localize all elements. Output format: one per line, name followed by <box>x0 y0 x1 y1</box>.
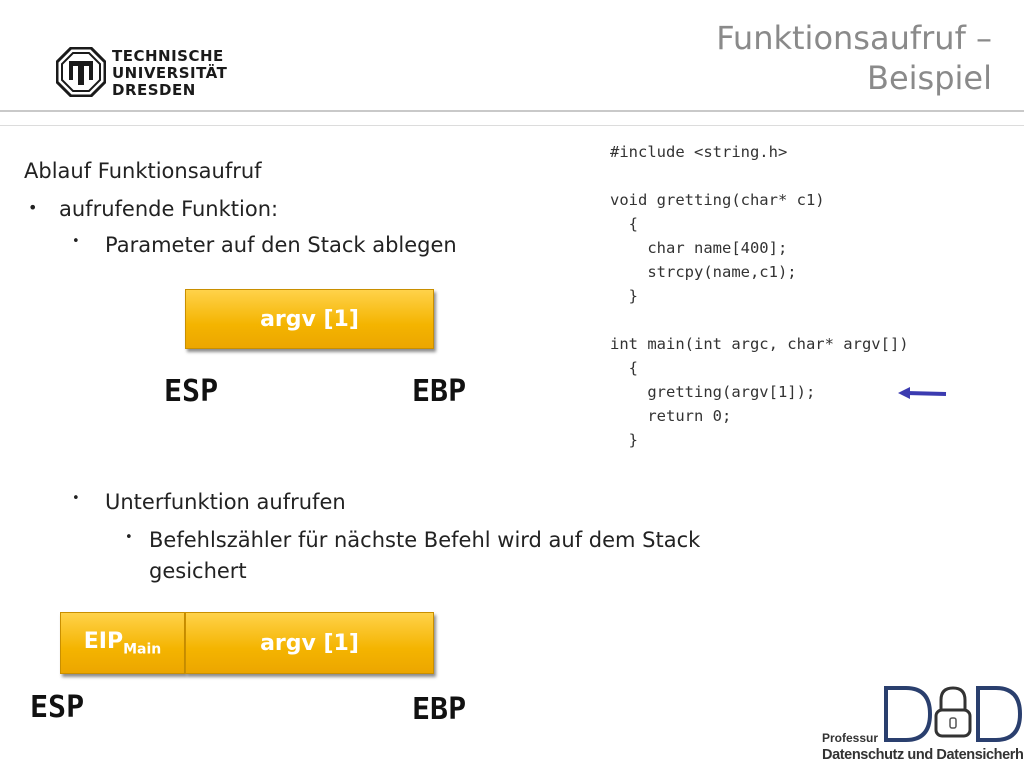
bullet-level3-item-line2: gesichert <box>149 559 247 583</box>
code-line: } <box>610 431 638 449</box>
bullet-marker: • <box>28 198 38 217</box>
slide-title-line1: Funktionsaufruf – <box>716 19 992 57</box>
stack-cell-label: EIPMain <box>84 629 162 657</box>
bullet-level3-item-line1: Befehlszähler für nächste Befehl wird au… <box>149 528 701 552</box>
tu-dresden-logo-icon <box>56 47 106 97</box>
ebp-label: EBP <box>412 692 467 727</box>
code-line <box>610 164 909 188</box>
code-line: { <box>610 215 638 233</box>
university-name-line2: UNIVERSITÄT <box>112 64 228 82</box>
code-line: return 0; <box>610 407 732 425</box>
code-line: void gretting(char* c1) <box>610 191 825 209</box>
code-line <box>610 308 909 332</box>
bullet-marker: • <box>72 491 80 506</box>
code-line: #include <string.h> <box>610 143 788 161</box>
code-line: } <box>610 287 638 305</box>
bullet-level1-item: aufrufende Funktion: <box>59 197 279 221</box>
stack-cell-argv: argv [1] <box>185 289 434 349</box>
bullet-marker: • <box>72 234 80 249</box>
bullet-heading: Ablauf Funktionsaufruf <box>24 159 262 183</box>
stack-cell-eip: EIPMain <box>60 612 185 674</box>
code-line: gretting(argv[1]); <box>610 383 816 401</box>
eip-subscript: Main <box>123 641 162 658</box>
university-name-line1: TECHNISCHE <box>112 47 224 65</box>
code-line: strcpy(name,c1); <box>610 263 797 281</box>
dud-logo-icon <box>884 686 1023 742</box>
bullet-marker: • <box>125 530 133 545</box>
header-divider-thin <box>0 125 1024 126</box>
header-divider <box>0 110 1024 112</box>
code-line: char name[400]; <box>610 239 788 257</box>
bullet-level2-item: Unterfunktion aufrufen <box>105 490 346 514</box>
arrow-left-icon <box>898 387 947 399</box>
stack-cell-argv: argv [1] <box>185 612 434 674</box>
dud-professur-label: Professur <box>822 731 879 745</box>
code-line: { <box>610 359 638 377</box>
university-name-line3: DRESDEN <box>112 81 196 99</box>
code-listing: #include <string.h> void gretting(char* … <box>610 140 909 452</box>
bullet-level2-item: Parameter auf den Stack ablegen <box>105 233 457 257</box>
esp-label: ESP <box>30 690 85 725</box>
ebp-label: EBP <box>412 374 467 409</box>
dud-chair-label: Datenschutz und Datensicherheit <box>822 747 1024 763</box>
stack-cell-label: argv [1] <box>260 630 359 656</box>
esp-label: ESP <box>164 374 219 409</box>
stack-cell-label: argv [1] <box>260 306 359 332</box>
slide-title-line2: Beispiel <box>867 59 992 97</box>
eip-label: EIP <box>83 628 124 654</box>
code-line: int main(int argc, char* argv[]) <box>610 335 909 353</box>
slide-title: Funktionsaufruf – Beispiel <box>572 18 992 98</box>
